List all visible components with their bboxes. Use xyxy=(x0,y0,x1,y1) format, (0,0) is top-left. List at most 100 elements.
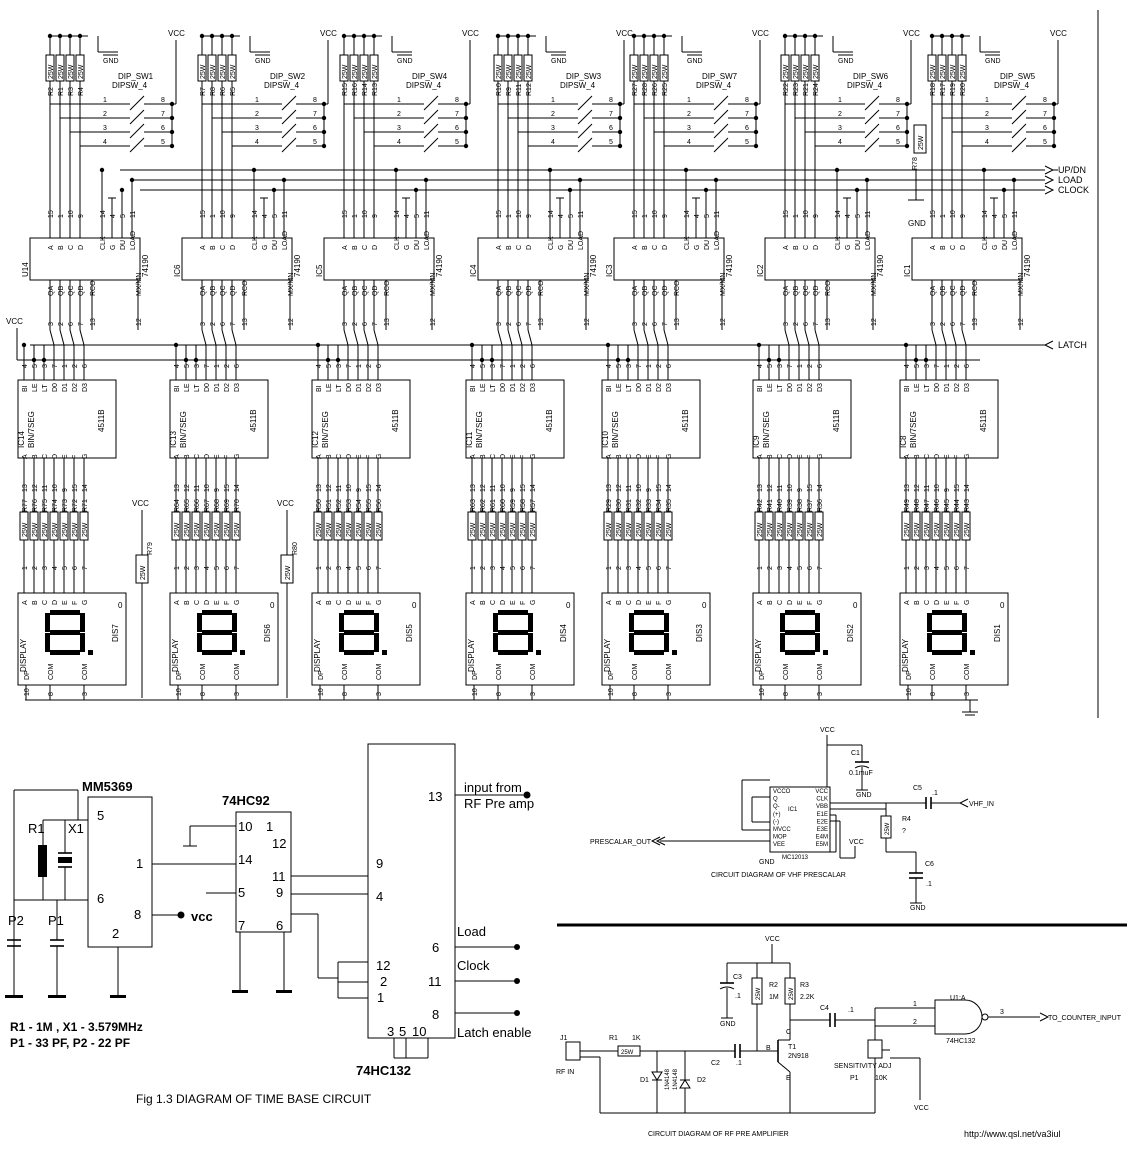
decoder-chip xyxy=(311,379,411,459)
counter-bot-name: MX/MN xyxy=(871,273,878,296)
display-top-pin: 4 xyxy=(934,566,941,570)
decoder-bot-pin: 12 xyxy=(32,484,39,492)
dip-pin-left: 4 xyxy=(838,139,842,146)
counter-top-name: DU xyxy=(272,240,279,250)
display-top-pin: 4 xyxy=(787,566,794,570)
decoder-bot-pin: 11 xyxy=(777,485,784,492)
decoder-top-pin: 1 xyxy=(944,364,951,368)
counter-top-name: CLK xyxy=(982,236,989,250)
display-top-pin: 3 xyxy=(777,566,784,570)
decoder-top-name: D1 xyxy=(356,383,363,392)
decoder-top-name: D3 xyxy=(530,383,537,392)
decoder-res-label: R64 xyxy=(174,499,181,512)
clock-bus-label: CLOCK xyxy=(1058,185,1089,195)
counter-top-name: C xyxy=(68,245,75,250)
display-bot-pin: 8 xyxy=(342,692,349,696)
counter-top-name: CLK xyxy=(548,236,555,250)
74hc92-chip xyxy=(235,811,292,933)
div-pin-9: 9 xyxy=(276,885,283,900)
display-bot-name: DP xyxy=(759,670,766,680)
counter-bot-pin: 6 xyxy=(68,322,75,326)
decoder-bot-pin: 11 xyxy=(42,485,49,492)
pa-nand-gate xyxy=(934,999,983,1035)
decoder-top-name: LT xyxy=(777,384,784,392)
dip-pin-right: 6 xyxy=(896,125,900,132)
dip-pin-right: 7 xyxy=(1043,111,1047,118)
dip-res-label: R8 xyxy=(210,87,217,96)
dip-res-label: R23 xyxy=(793,83,800,96)
decoder-bot-pin: 9 xyxy=(646,488,653,492)
dip-pin-right: 5 xyxy=(313,139,317,146)
display-title: DISPLAY xyxy=(467,638,476,672)
decoder-top-name: D2 xyxy=(954,383,961,392)
dip-pin-left: 3 xyxy=(838,125,842,132)
display-top-pin: 1 xyxy=(904,566,911,570)
ps-left-pin: MOP xyxy=(773,835,787,841)
dip-part: DIPSW_4 xyxy=(994,81,1030,90)
pa-j1-label: J1 xyxy=(560,1035,568,1042)
display-chip xyxy=(169,592,279,686)
counter-chip xyxy=(477,237,589,281)
pa-d1-part: 1N4148 xyxy=(665,1068,671,1090)
decoder-res-value: 25W xyxy=(520,522,527,537)
source-url: http://www.qsl.net/va3iul xyxy=(964,1129,1061,1139)
latch-bus-label: LATCH xyxy=(1058,340,1087,350)
ps-left-pin: VEE xyxy=(773,842,785,848)
decoder-top-name: D2 xyxy=(224,383,231,392)
decoder-res-value: 25W xyxy=(510,522,517,537)
decoder-chip xyxy=(169,379,269,459)
dip-res-value: 25W xyxy=(210,64,217,79)
r80-value: 25W xyxy=(285,565,292,580)
decoder-top-name: LE xyxy=(480,383,487,392)
display-bot-name: COM xyxy=(530,664,537,681)
ps-right-pin: E3E xyxy=(817,827,828,833)
decoder-res-label: R33 xyxy=(646,499,653,512)
counter-top-pin: 5 xyxy=(1002,214,1009,218)
counter-bot-name: QD xyxy=(526,286,533,297)
pa-c2-val: .1 xyxy=(736,1060,742,1067)
decoder-top-name: BI xyxy=(904,385,911,392)
osc-pin-1: 1 xyxy=(136,856,143,871)
counter-bot-name: QB xyxy=(940,286,947,296)
counter-bot-pin: 13 xyxy=(972,318,979,326)
decoder-bot-pin: 10 xyxy=(787,484,794,492)
decoder-bot-pin: 15 xyxy=(954,484,961,492)
counter-part: 74190 xyxy=(589,254,598,277)
dip-pin-right: 8 xyxy=(609,97,613,104)
counter-bot-pin: 12 xyxy=(1018,318,1025,326)
counter-bot-name: QC xyxy=(652,286,659,297)
decoder-bot-name: C xyxy=(336,454,343,459)
decoder-bot-name: D xyxy=(500,454,507,459)
counter-bot-name: QD xyxy=(372,286,379,297)
decoder-res-value: 25W xyxy=(757,522,764,537)
counter-chip xyxy=(181,237,293,281)
decoder-top-pin: 7 xyxy=(787,364,794,368)
r79-vcc: VCC xyxy=(132,499,149,508)
display-ref: DIS7 xyxy=(111,624,120,642)
gate-pin-9: 9 xyxy=(376,856,383,871)
decoder-res-label: R68 xyxy=(214,499,221,512)
decoder-bot-pin: 13 xyxy=(316,484,323,492)
display-top-name: E xyxy=(944,600,951,605)
decoder-bot-name: C xyxy=(490,454,497,459)
dip-pin-left: 1 xyxy=(687,97,691,104)
decoder-part: 4511B xyxy=(249,409,258,432)
counter-top-pin: 11 xyxy=(424,211,431,218)
counter-bot-pin: 3 xyxy=(342,322,349,326)
counter-bot-pin: 7 xyxy=(813,322,820,326)
dip-pin-left: 4 xyxy=(255,139,259,146)
ps-left-pin: (-) xyxy=(773,819,779,825)
ps-ic1: IC1 xyxy=(788,807,798,813)
decoder-top-pin: 4 xyxy=(904,364,911,368)
decoder-top-name: LE xyxy=(32,383,39,392)
counter-ref: IC3 xyxy=(605,264,614,277)
display-top-pin: 4 xyxy=(500,566,507,570)
decoder-top-name: LE xyxy=(767,383,774,392)
dip-pin-left: 2 xyxy=(397,111,401,118)
decoder-top-pin: 1 xyxy=(62,364,69,368)
decoder-top-name: D2 xyxy=(656,383,663,392)
rf-preamp-circuit: VCC GND C3 .1 25W R2 1M 25W R3 2.2K C4 .… xyxy=(556,936,1122,1138)
74hc132-chip xyxy=(367,743,456,1039)
decoder-ref: IC13 xyxy=(169,431,178,448)
counter-bot-name: QC xyxy=(516,286,523,297)
